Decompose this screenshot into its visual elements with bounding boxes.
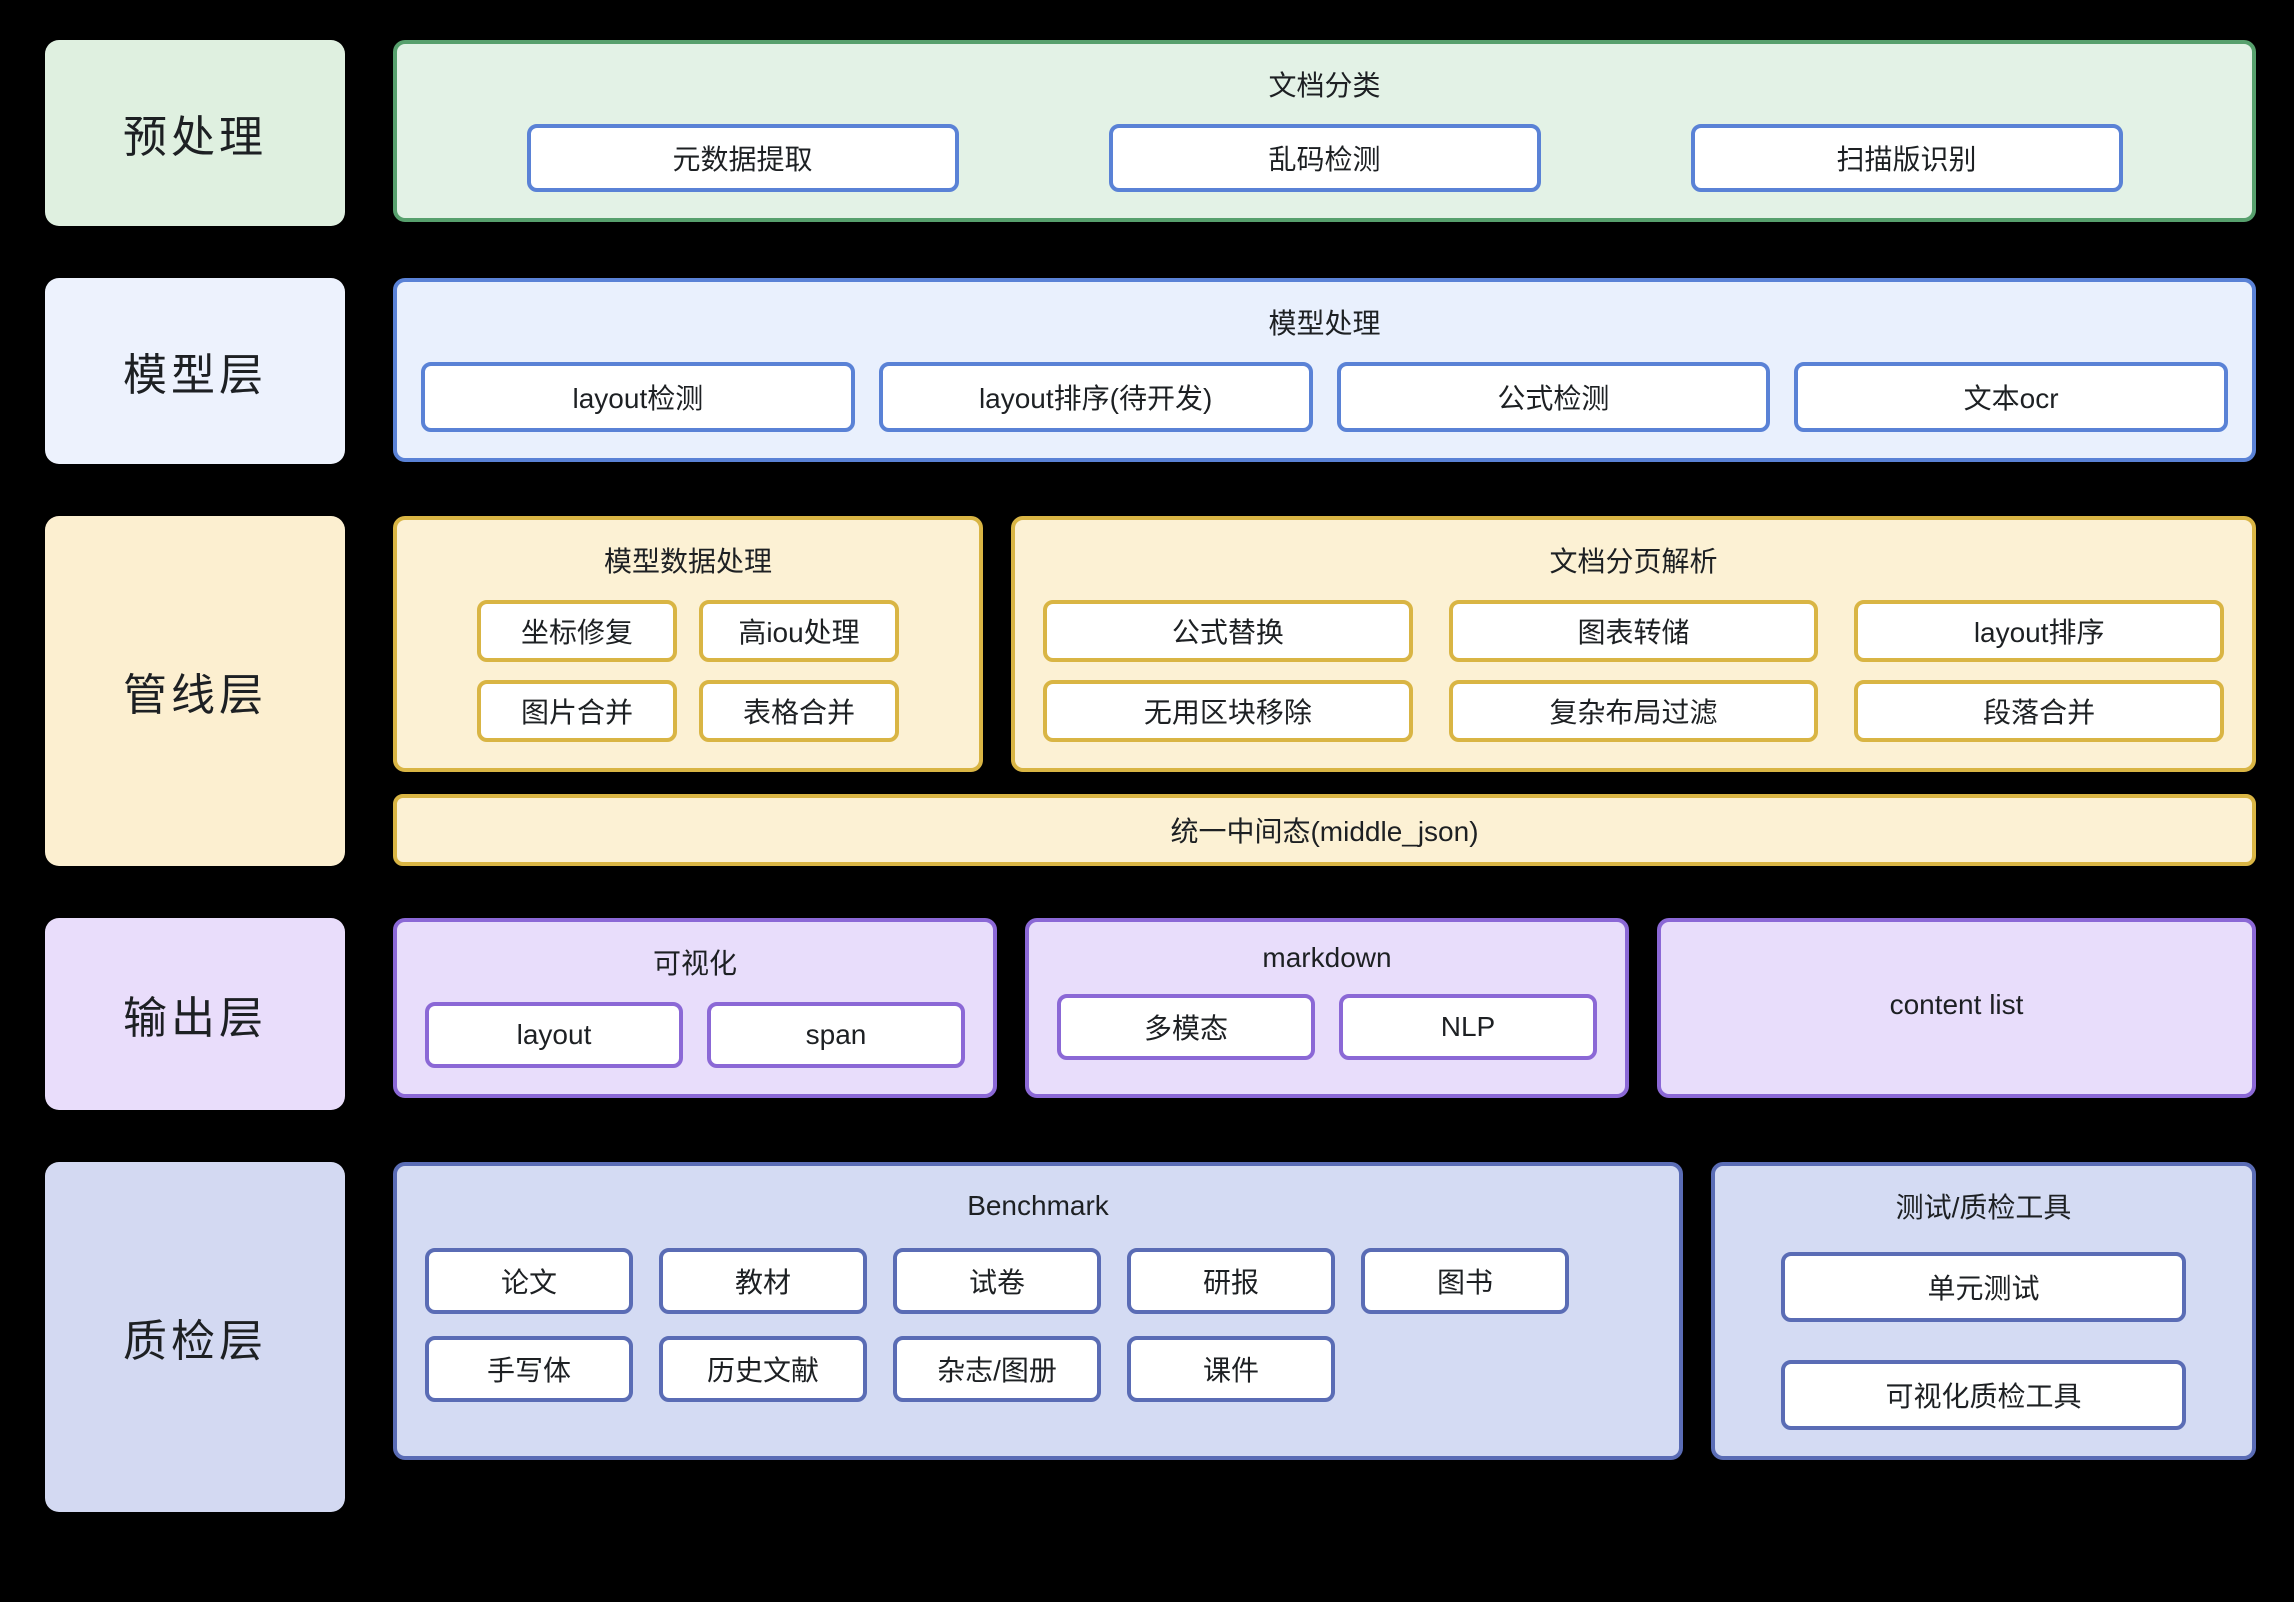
panel-markdown: markdown 多模态 NLP [1025,918,1629,1098]
panel-title-model-data-processing: 模型数据处理 [603,546,772,577]
node-metadata-extraction[interactable]: 元数据提取 [526,124,959,192]
layer-row-preprocess: 预处理 文档分类 元数据提取 乱码检测 扫描版识别 [45,40,2256,226]
node-layout-detection[interactable]: layout检测 [421,362,855,432]
node-magazine-album[interactable]: 杂志/图册 [893,1336,1101,1402]
node-multimodal[interactable]: 多模态 [1057,994,1315,1060]
panel-test-qc-tools: 测试/质检工具 单元测试 可视化质检工具 [1711,1162,2256,1460]
panel-title-visualization: 可视化 [652,948,737,979]
panel-title-content-list: content list [1889,989,2024,1020]
node-paper[interactable]: 论文 [425,1248,633,1314]
panel-title-test-qc-tools: 测试/质检工具 [1895,1192,2072,1223]
panel-benchmark: Benchmark 论文 教材 试卷 研报 图书 手写体 历史文献 杂志/图册 … [393,1162,1683,1460]
node-span-visual[interactable]: span [707,1002,965,1068]
layer-label-output: 输出层 [45,918,345,1110]
node-complex-layout-filter[interactable]: 复杂布局过滤 [1448,680,1819,742]
node-coordinate-repair[interactable]: 坐标修复 [477,600,677,662]
node-table-merge[interactable]: 表格合并 [699,680,899,742]
node-textbook[interactable]: 教材 [659,1248,867,1314]
panel-visualization: 可视化 layout span [393,918,997,1098]
node-visual-qc-tool[interactable]: 可视化质检工具 [1781,1360,2186,1430]
node-image-merge[interactable]: 图片合并 [477,680,677,742]
layer-label-pipeline: 管线层 [45,516,345,866]
layer-row-output: 输出层 可视化 layout span markdown 多模态 NLP [45,918,2256,1110]
layer-row-qc: 质检层 Benchmark 论文 教材 试卷 研报 图书 手写体 历史文献 杂志 [45,1162,2256,1512]
node-unified-middle-json[interactable]: 统一中间态(middle_json) [393,794,2256,866]
node-formula-detection[interactable]: 公式检测 [1336,362,1771,432]
panel-title-benchmark: Benchmark [967,1190,1109,1221]
panel-title-model-processing: 模型处理 [1268,308,1381,339]
row-spacer [45,866,2256,918]
node-exam-paper[interactable]: 试卷 [893,1248,1101,1314]
node-book[interactable]: 图书 [1361,1248,1569,1314]
panel-document-classification: 文档分类 元数据提取 乱码检测 扫描版识别 [393,40,2256,222]
node-nlp[interactable]: NLP [1339,994,1597,1060]
node-historical-document[interactable]: 历史文献 [659,1336,867,1402]
panel-title-document-page-parsing: 文档分页解析 [1549,546,1718,577]
row-spacer [45,1110,2256,1162]
row-spacer [45,464,2256,516]
node-unit-test[interactable]: 单元测试 [1781,1252,2186,1322]
panel-title-markdown: markdown [1262,942,1392,973]
layer-row-pipeline: 管线层 模型数据处理 坐标修复 高iou处理 图片合并 表格合并 文档分页解析 [45,516,2256,866]
panel-title-document-classification: 文档分类 [1268,70,1381,101]
node-layout-ordering[interactable]: layout排序(待开发) [878,362,1313,432]
node-layout-ordering-pipeline[interactable]: layout排序 [1854,600,2225,662]
panel-model-processing: 模型处理 layout检测 layout排序(待开发) 公式检测 文本ocr [393,278,2256,462]
panel-model-data-processing: 模型数据处理 坐标修复 高iou处理 图片合并 表格合并 [393,516,983,772]
node-garbled-detection[interactable]: 乱码检测 [1108,124,1541,192]
node-courseware[interactable]: 课件 [1127,1336,1335,1402]
node-chart-storage[interactable]: 图表转储 [1448,600,1819,662]
node-scan-recognition[interactable]: 扫描版识别 [1690,124,2123,192]
node-high-iou-processing[interactable]: 高iou处理 [699,600,899,662]
node-text-ocr[interactable]: 文本ocr [1794,362,2228,432]
layer-label-preprocess: 预处理 [45,40,345,226]
layer-label-model: 模型层 [45,278,345,464]
layer-label-qc: 质检层 [45,1162,345,1512]
node-layout-visual[interactable]: layout [425,1002,683,1068]
panel-document-page-parsing: 文档分页解析 公式替换 图表转储 layout排序 无用区块移除 复杂布局过滤 … [1011,516,2256,772]
node-research-report[interactable]: 研报 [1127,1248,1335,1314]
node-useless-block-removal[interactable]: 无用区块移除 [1043,680,1413,742]
layer-row-model: 模型层 模型处理 layout检测 layout排序(待开发) 公式检测 文本o… [45,278,2256,464]
node-handwriting[interactable]: 手写体 [425,1336,633,1402]
node-paragraph-merge[interactable]: 段落合并 [1854,680,2225,742]
row-spacer [45,226,2256,278]
panel-content-list[interactable]: content list [1657,918,2256,1098]
node-formula-replacement[interactable]: 公式替换 [1043,600,1413,662]
